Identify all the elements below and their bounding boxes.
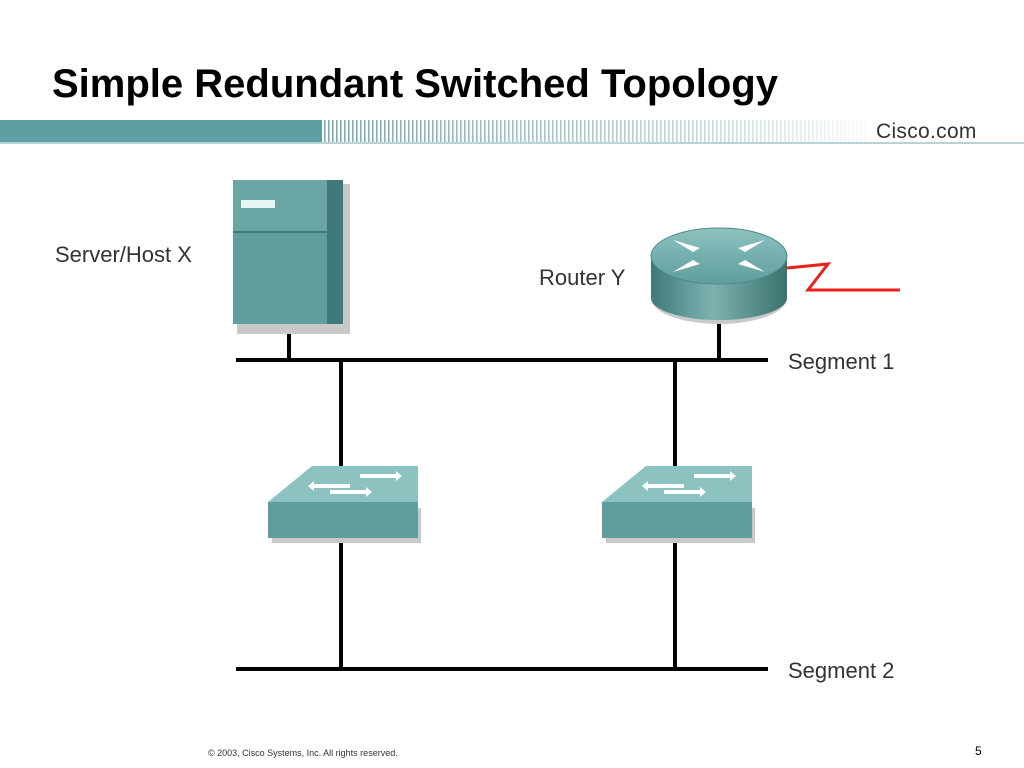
server-label: Server/Host X	[55, 242, 192, 267]
server-icon	[233, 180, 350, 334]
switch-b-icon	[602, 466, 755, 543]
segment-2-label: Segment 2	[788, 658, 894, 683]
brand-bar	[0, 118, 1024, 144]
cisco-logo: Cisco.com	[876, 120, 977, 143]
copyright-notice: © 2003, Cisco Systems, Inc. All rights r…	[208, 748, 398, 758]
switch-a-icon	[268, 466, 421, 543]
wan-link-icon	[786, 262, 900, 292]
slide-title: Simple Redundant Switched Topology	[52, 62, 778, 106]
segment-1-label: Segment 1	[788, 349, 894, 374]
page-number: 5	[975, 744, 982, 758]
router-icon	[650, 227, 788, 324]
router-label: Router Y	[539, 265, 626, 290]
